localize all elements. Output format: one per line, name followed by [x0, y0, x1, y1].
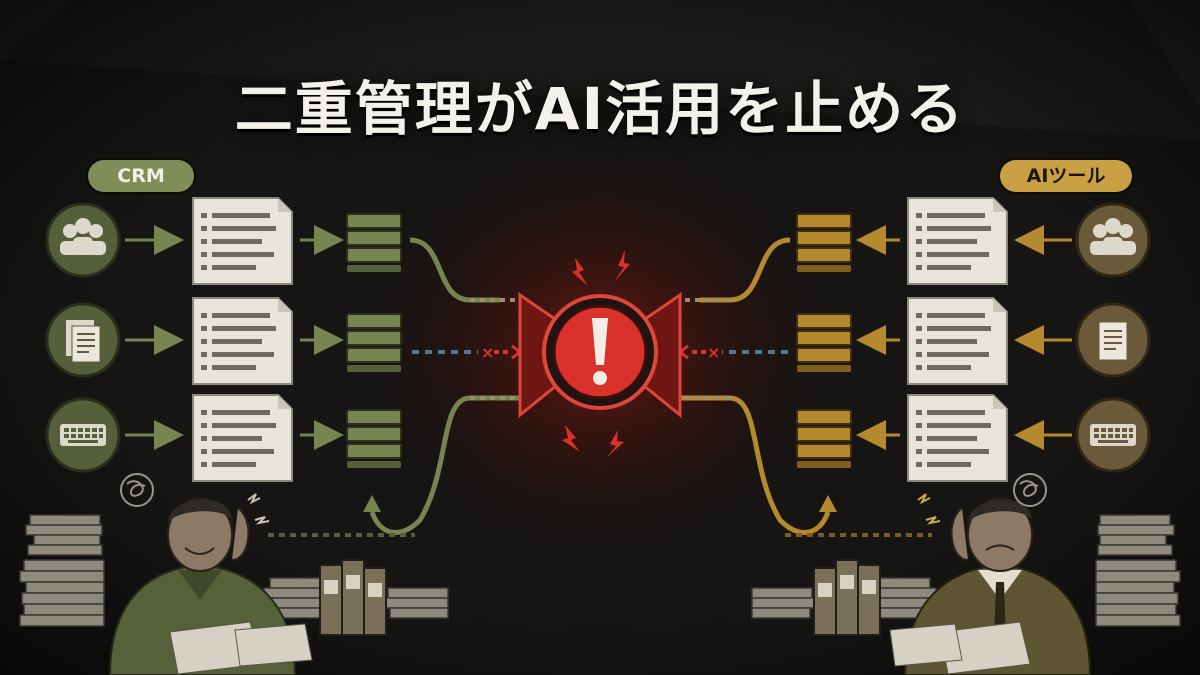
people-icon — [45, 202, 121, 278]
crm-database — [346, 409, 402, 468]
crm-side: × — [19, 197, 540, 675]
ai-document — [907, 197, 1008, 285]
document-icon — [45, 302, 121, 378]
ai-database — [796, 213, 852, 272]
crm-document — [192, 394, 293, 482]
crm-label: CRM — [88, 160, 194, 192]
warning-icon — [552, 304, 648, 400]
ai-tool-side: × — [660, 197, 1181, 675]
spark-icon — [562, 250, 630, 458]
svg-text:×: × — [707, 343, 720, 362]
document-icon — [1075, 302, 1151, 378]
stressed-worker-left — [19, 473, 449, 675]
svg-text:×: × — [481, 343, 494, 362]
page-title: 二重管理がAI活用を止める — [234, 75, 966, 143]
people-icon — [1075, 202, 1151, 278]
ai-document — [907, 394, 1008, 482]
crm-document — [192, 197, 293, 285]
ai-tool-label: AIツール — [1000, 160, 1132, 192]
ai-document — [907, 297, 1008, 385]
crm-database — [346, 313, 402, 372]
ai-database — [796, 409, 852, 468]
crm-document — [192, 297, 293, 385]
keyboard-icon — [45, 397, 121, 473]
keyboard-icon — [1075, 397, 1151, 473]
stressed-worker-right — [751, 473, 1181, 675]
conflict-alert — [518, 250, 682, 458]
crm-database — [346, 213, 402, 272]
ai-database — [796, 313, 852, 372]
